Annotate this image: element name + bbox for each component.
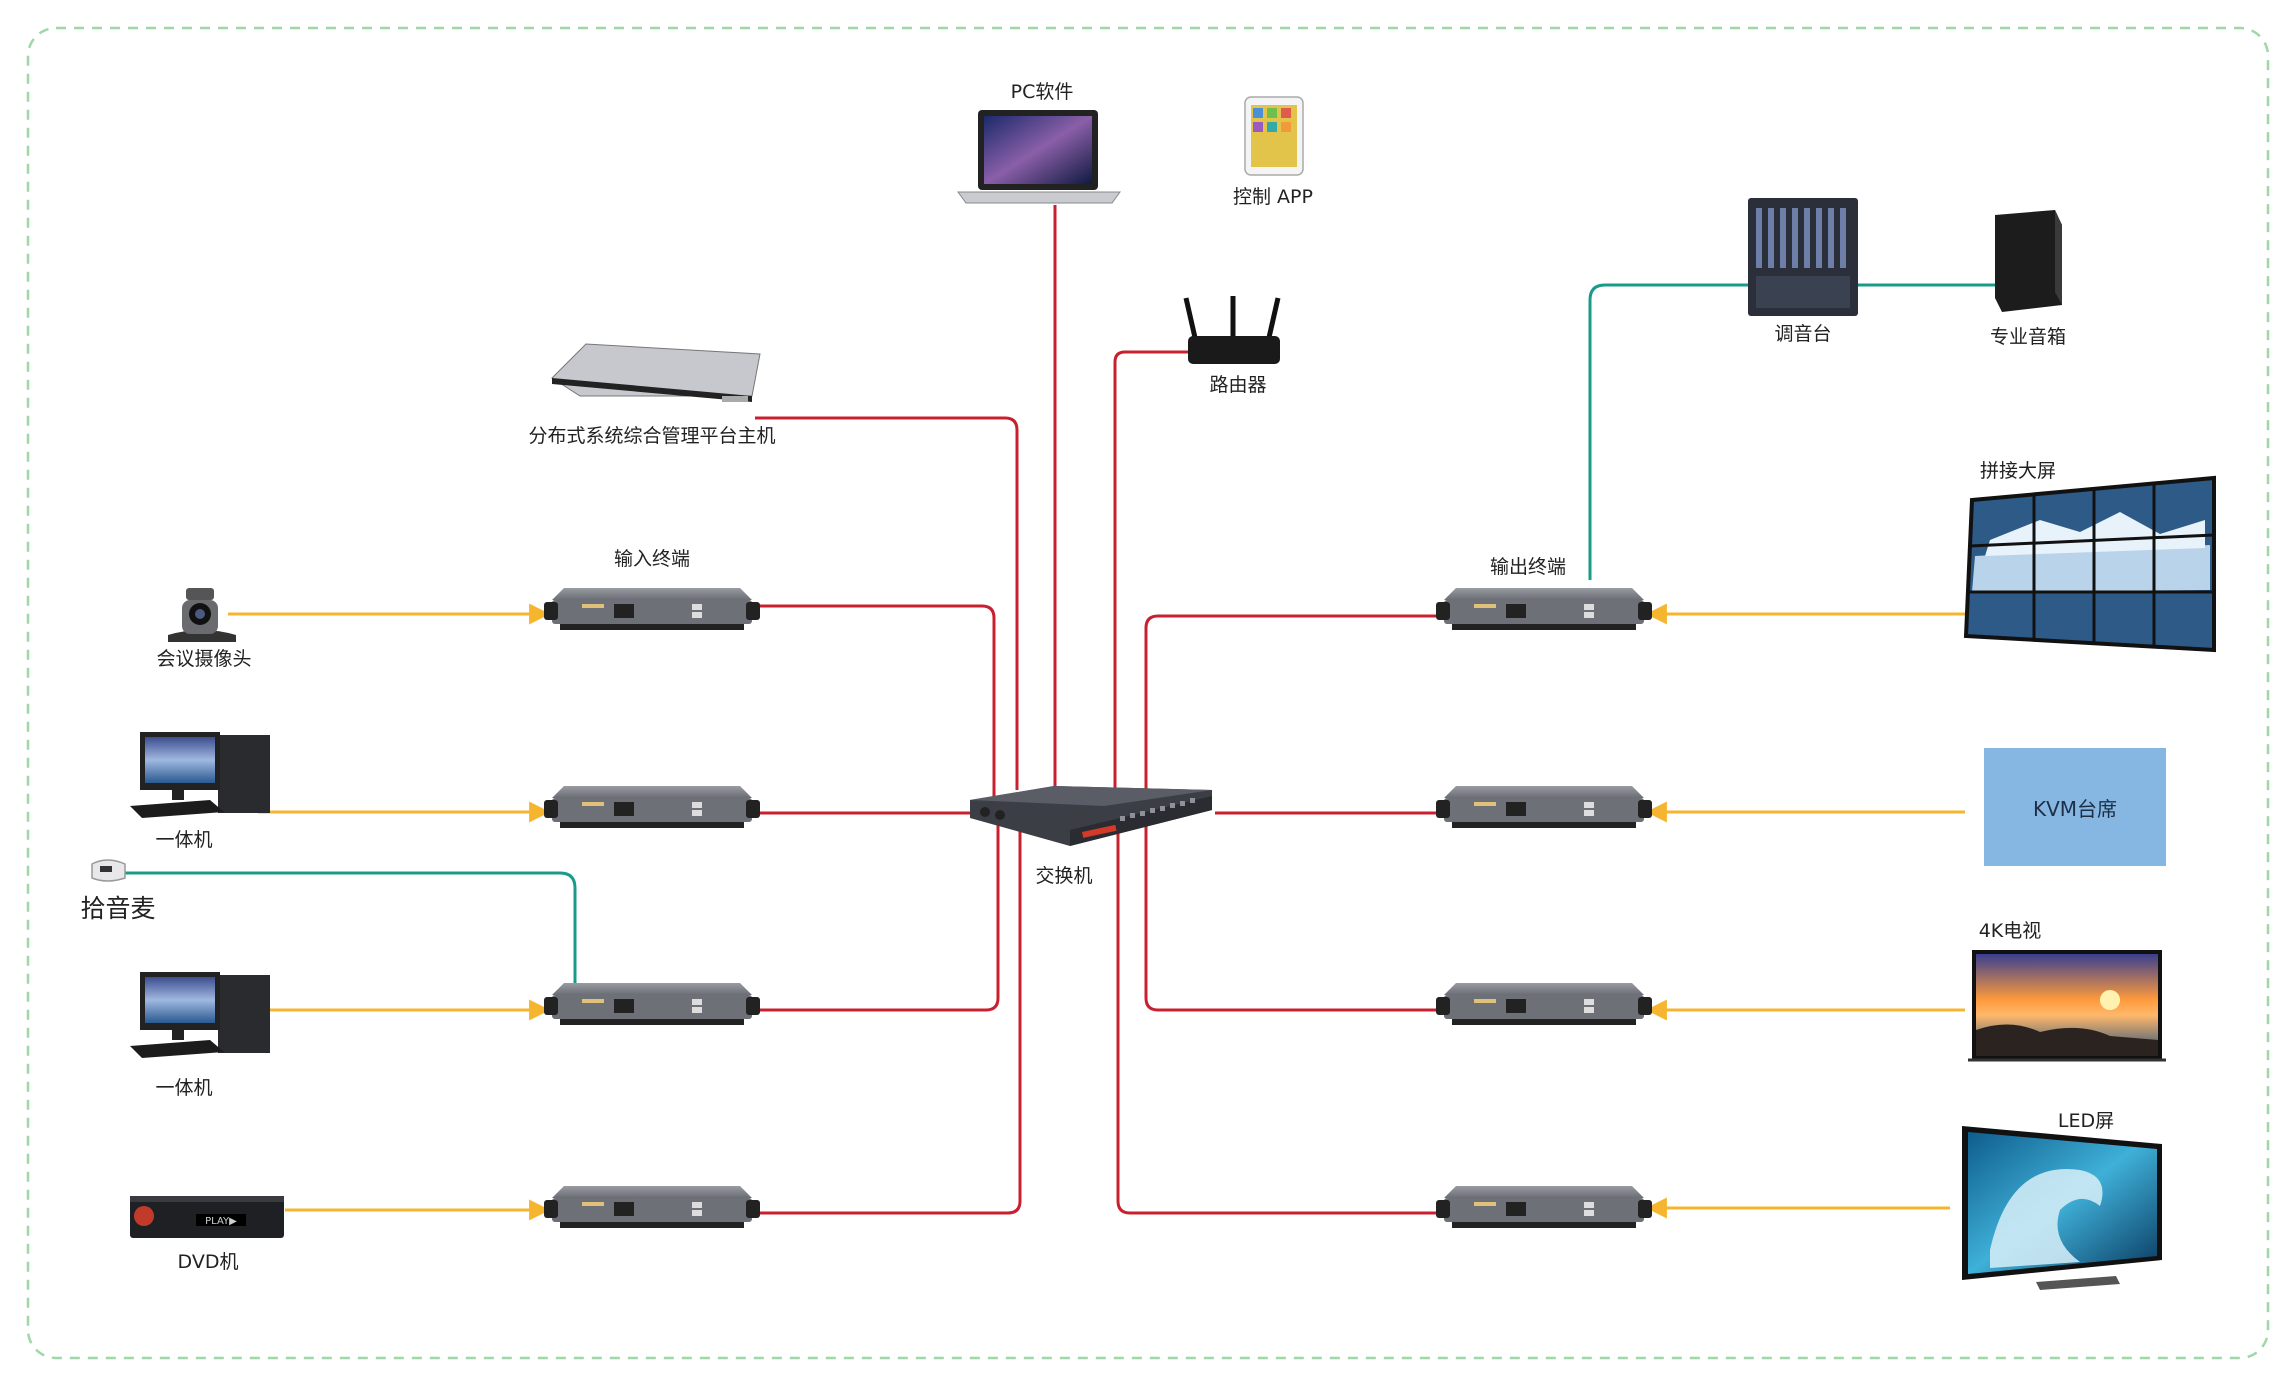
platform-host-label: 分布式系统综合管理平台主机	[528, 425, 775, 447]
output-terminal-3	[1436, 983, 1652, 1025]
led-screen-label: LED屏	[2058, 1110, 2114, 1132]
line-in4-switch	[752, 825, 1022, 1215]
pc-software-label: PC软件	[1011, 81, 1074, 103]
input-terminal-3	[544, 983, 760, 1025]
input-terminal-label: 输入终端	[614, 548, 690, 570]
video-lines	[228, 603, 1965, 1221]
line-host-switch	[755, 416, 1019, 790]
input-terminal-2	[544, 786, 760, 828]
line-in1-switch	[752, 604, 996, 810]
router-label: 路由器	[1209, 374, 1266, 396]
output-terminal-2	[1436, 786, 1652, 828]
camera-icon	[168, 588, 236, 642]
output-terminal-label: 输出终端	[1490, 556, 1566, 578]
diagram-border	[26, 26, 2270, 1360]
switch-icon	[970, 786, 1212, 846]
speaker-label: 专业音箱	[1990, 326, 2066, 348]
tv-icon	[1968, 950, 2166, 1062]
desktop-computer-icon	[130, 972, 270, 1058]
line-switch-out1	[1144, 614, 1444, 800]
laptop-icon	[957, 110, 1121, 204]
dvd-label: DVD机	[178, 1251, 239, 1273]
dvd-player-icon: PLAY▶	[130, 1196, 284, 1238]
dvd-display-text: PLAY▶	[205, 1216, 237, 1227]
server-icon	[551, 343, 761, 402]
line-out1-mixer	[1588, 283, 1752, 580]
network-lines	[752, 205, 1444, 1215]
pickup-mic-label: 拾音麦	[80, 894, 155, 923]
speaker-icon	[1995, 210, 2062, 312]
kvm-label: KVM台席	[2032, 796, 2118, 821]
output-terminal-1	[1436, 588, 1652, 630]
all-in-one-2-label: 一体机	[155, 1077, 212, 1099]
audio-lines	[125, 283, 1995, 985]
led-display-icon	[1962, 1126, 2162, 1290]
input-terminal-4	[544, 1186, 760, 1228]
output-terminal-4	[1436, 1186, 1652, 1228]
control-app-label: 控制 APP	[1233, 186, 1313, 208]
line-switch-out4	[1116, 830, 1444, 1215]
tablet-icon	[1244, 96, 1304, 176]
desktop-computer-icon	[130, 732, 270, 818]
microphone-icon	[91, 859, 126, 882]
input-terminal-1	[544, 588, 760, 630]
mixer-label: 调音台	[1774, 323, 1831, 345]
conference-camera-label: 会议摄像头	[156, 648, 251, 670]
splice-screen-label: 拼接大屏	[1980, 460, 2056, 482]
all-in-one-1-label: 一体机	[155, 829, 212, 851]
switch-label: 交换机	[1035, 865, 1092, 887]
line-switch-out3	[1144, 825, 1444, 1012]
line-router-switch	[1113, 350, 1190, 790]
line-mic-in3	[125, 871, 577, 985]
tv-4k-label: 4K电视	[1979, 920, 2042, 942]
kvm-console-box: KVM台席	[1984, 748, 2166, 866]
line-in3-switch	[752, 820, 1000, 1012]
mixer-icon	[1748, 198, 1858, 316]
router-icon	[1183, 296, 1281, 364]
video-wall-icon	[1963, 475, 2216, 653]
